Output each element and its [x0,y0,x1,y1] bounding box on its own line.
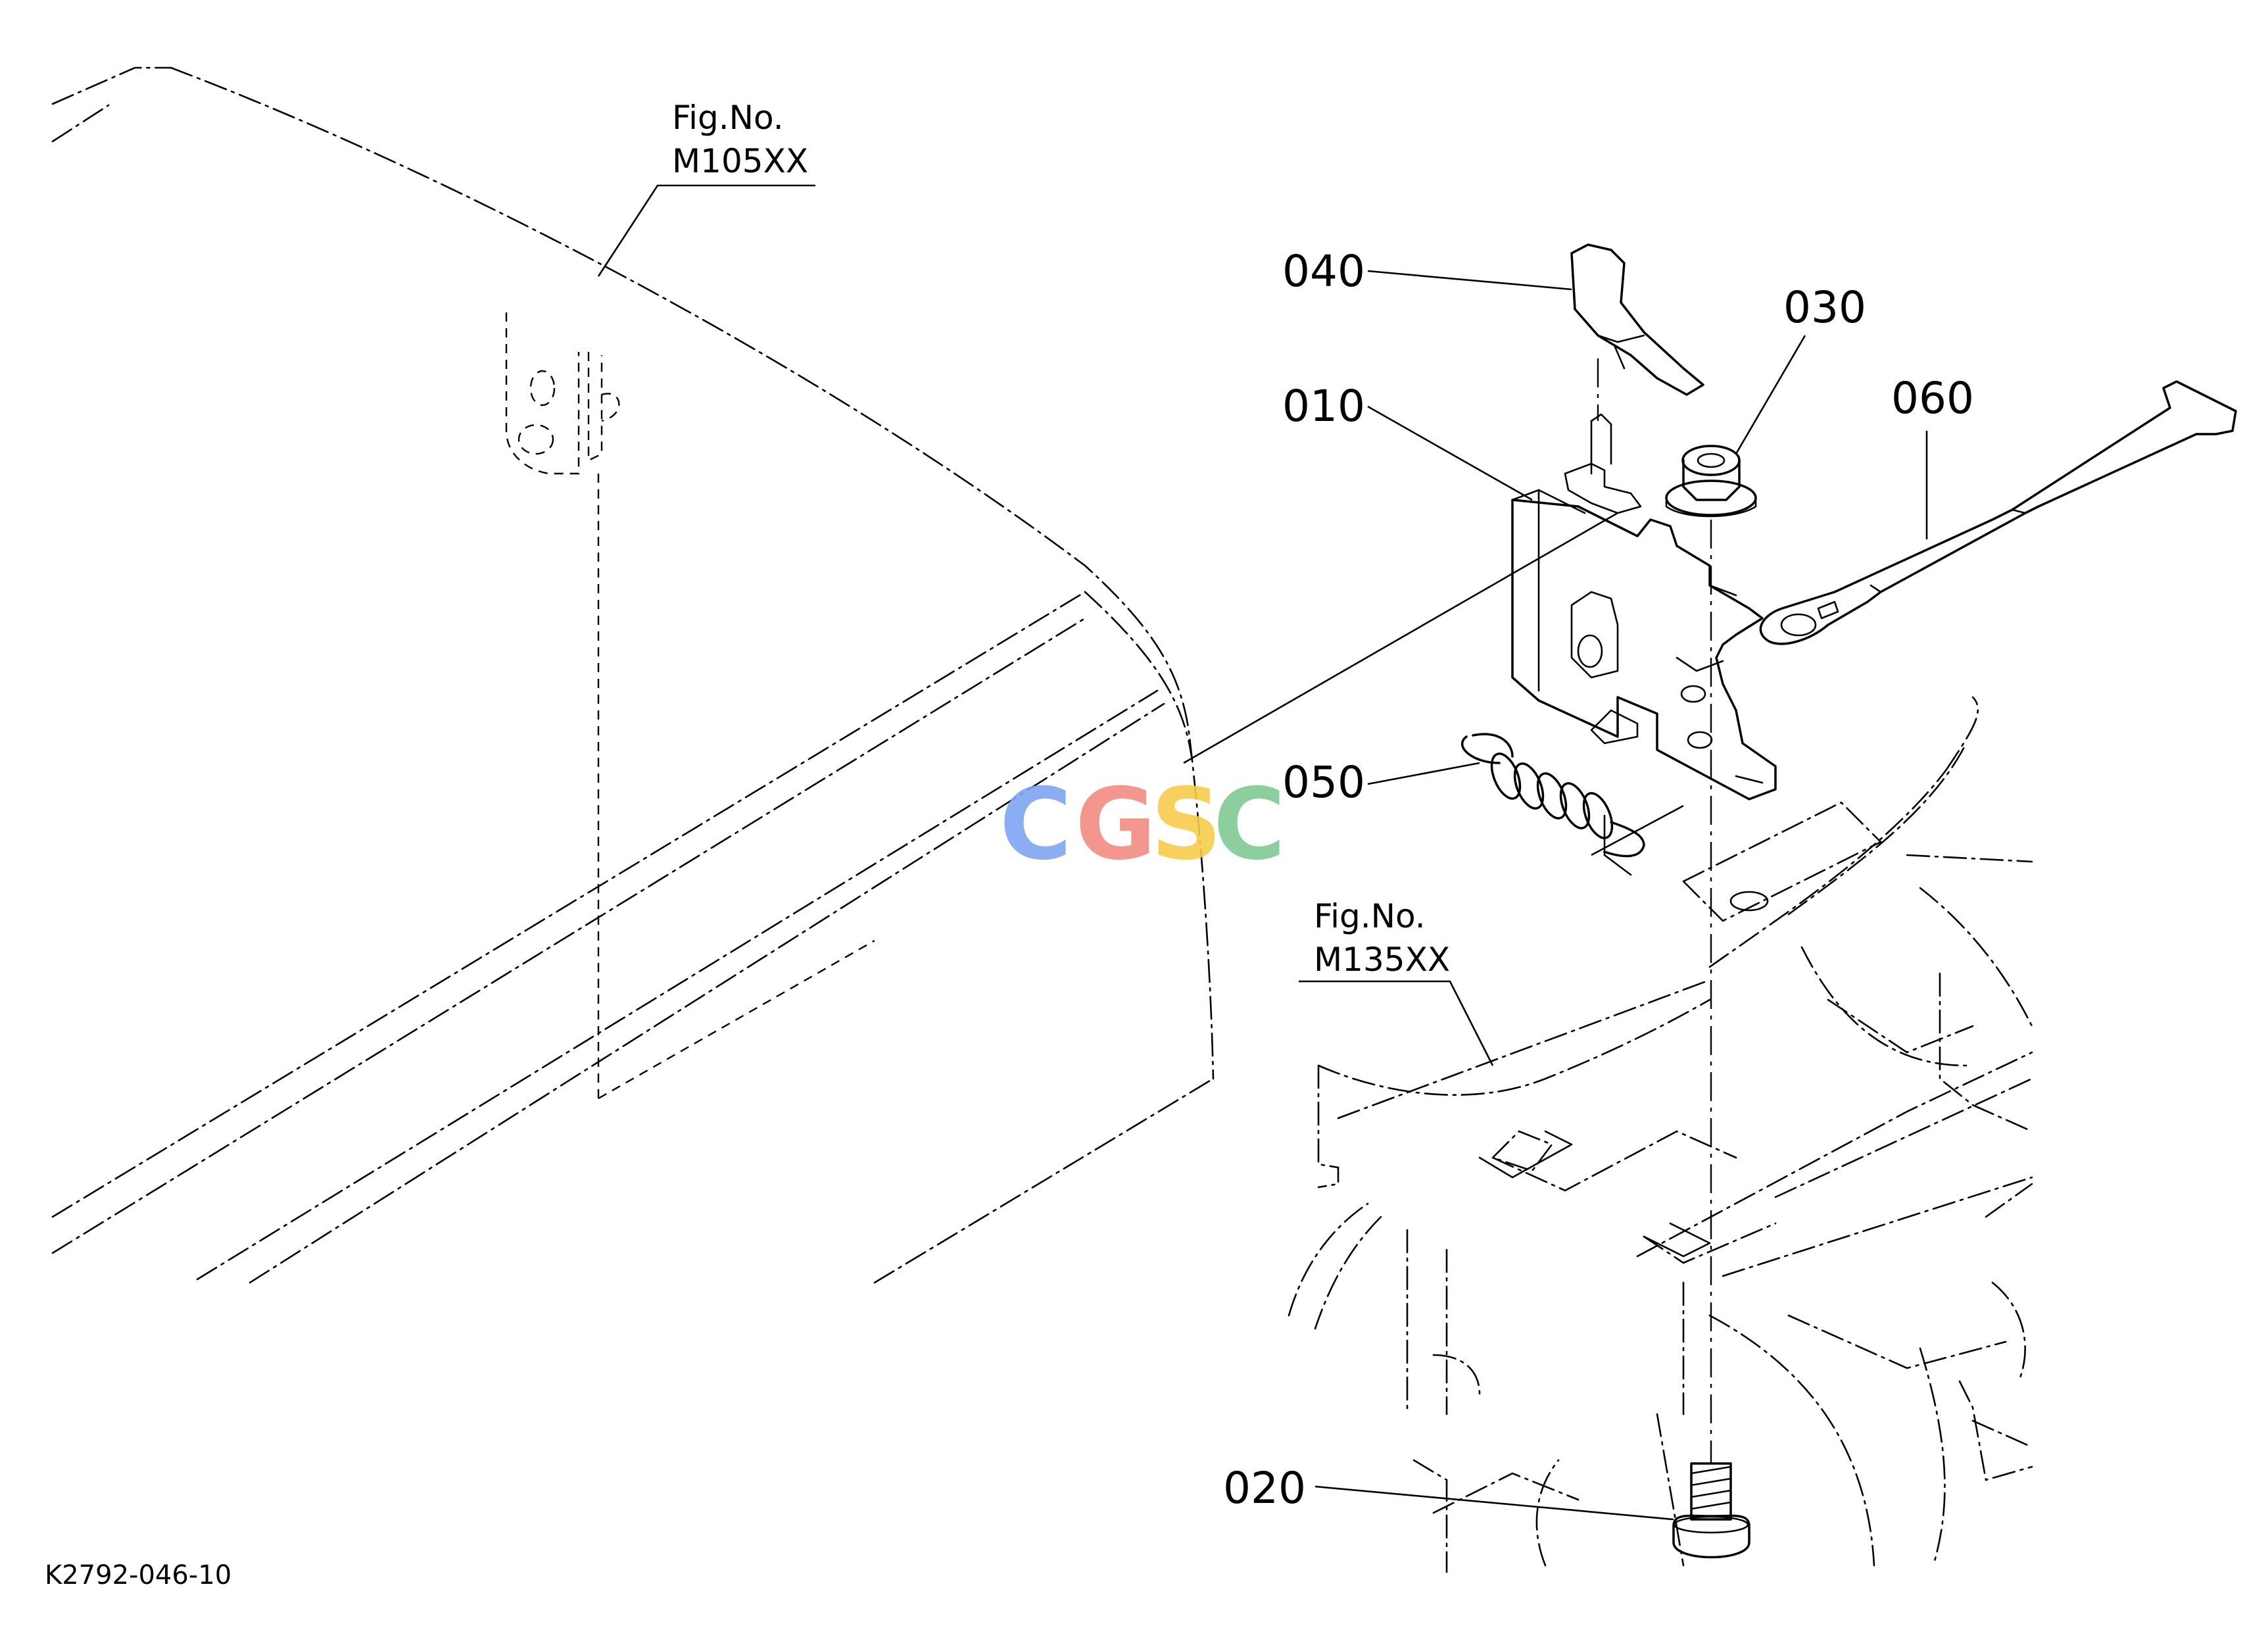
figref-lower-label: Fig.No. [1314,897,1426,935]
callout-020: 020 [1223,1463,1306,1513]
part-060-rod [1759,380,2237,645]
cgsc-watermark: C G S C [1000,768,1286,882]
figref-lower-code: M135XX [1314,941,1450,979]
frame-phantom [1288,696,2033,1573]
part-030-flange-nut [1665,445,1757,518]
callout-050: 050 [1282,757,1365,808]
assembly-axes [1183,358,1712,1463]
callout-060: 060 [1891,373,1974,424]
part-050-spring [1461,733,1645,858]
hood-panel-phantom [51,66,1215,1284]
part-010-latch-bracket [1511,413,1777,800]
watermark-letter-4: C [1213,768,1286,882]
callout-040: 040 [1282,246,1365,297]
callout-030: 030 [1783,282,1866,333]
figref-upper-label: Fig.No. [672,99,784,137]
part-020-bolt [1672,1462,1750,1559]
leader-lines [597,184,1928,1521]
callout-010: 010 [1282,381,1365,431]
part-040-knob [1570,243,1704,396]
drawing-code: K2792-046-10 [45,1560,231,1590]
watermark-letter-2: G [1075,768,1156,882]
figref-upper-code: M105XX [672,142,808,180]
watermark-letter-1: C [1000,768,1072,882]
watermark-letter-3: S [1151,768,1222,882]
